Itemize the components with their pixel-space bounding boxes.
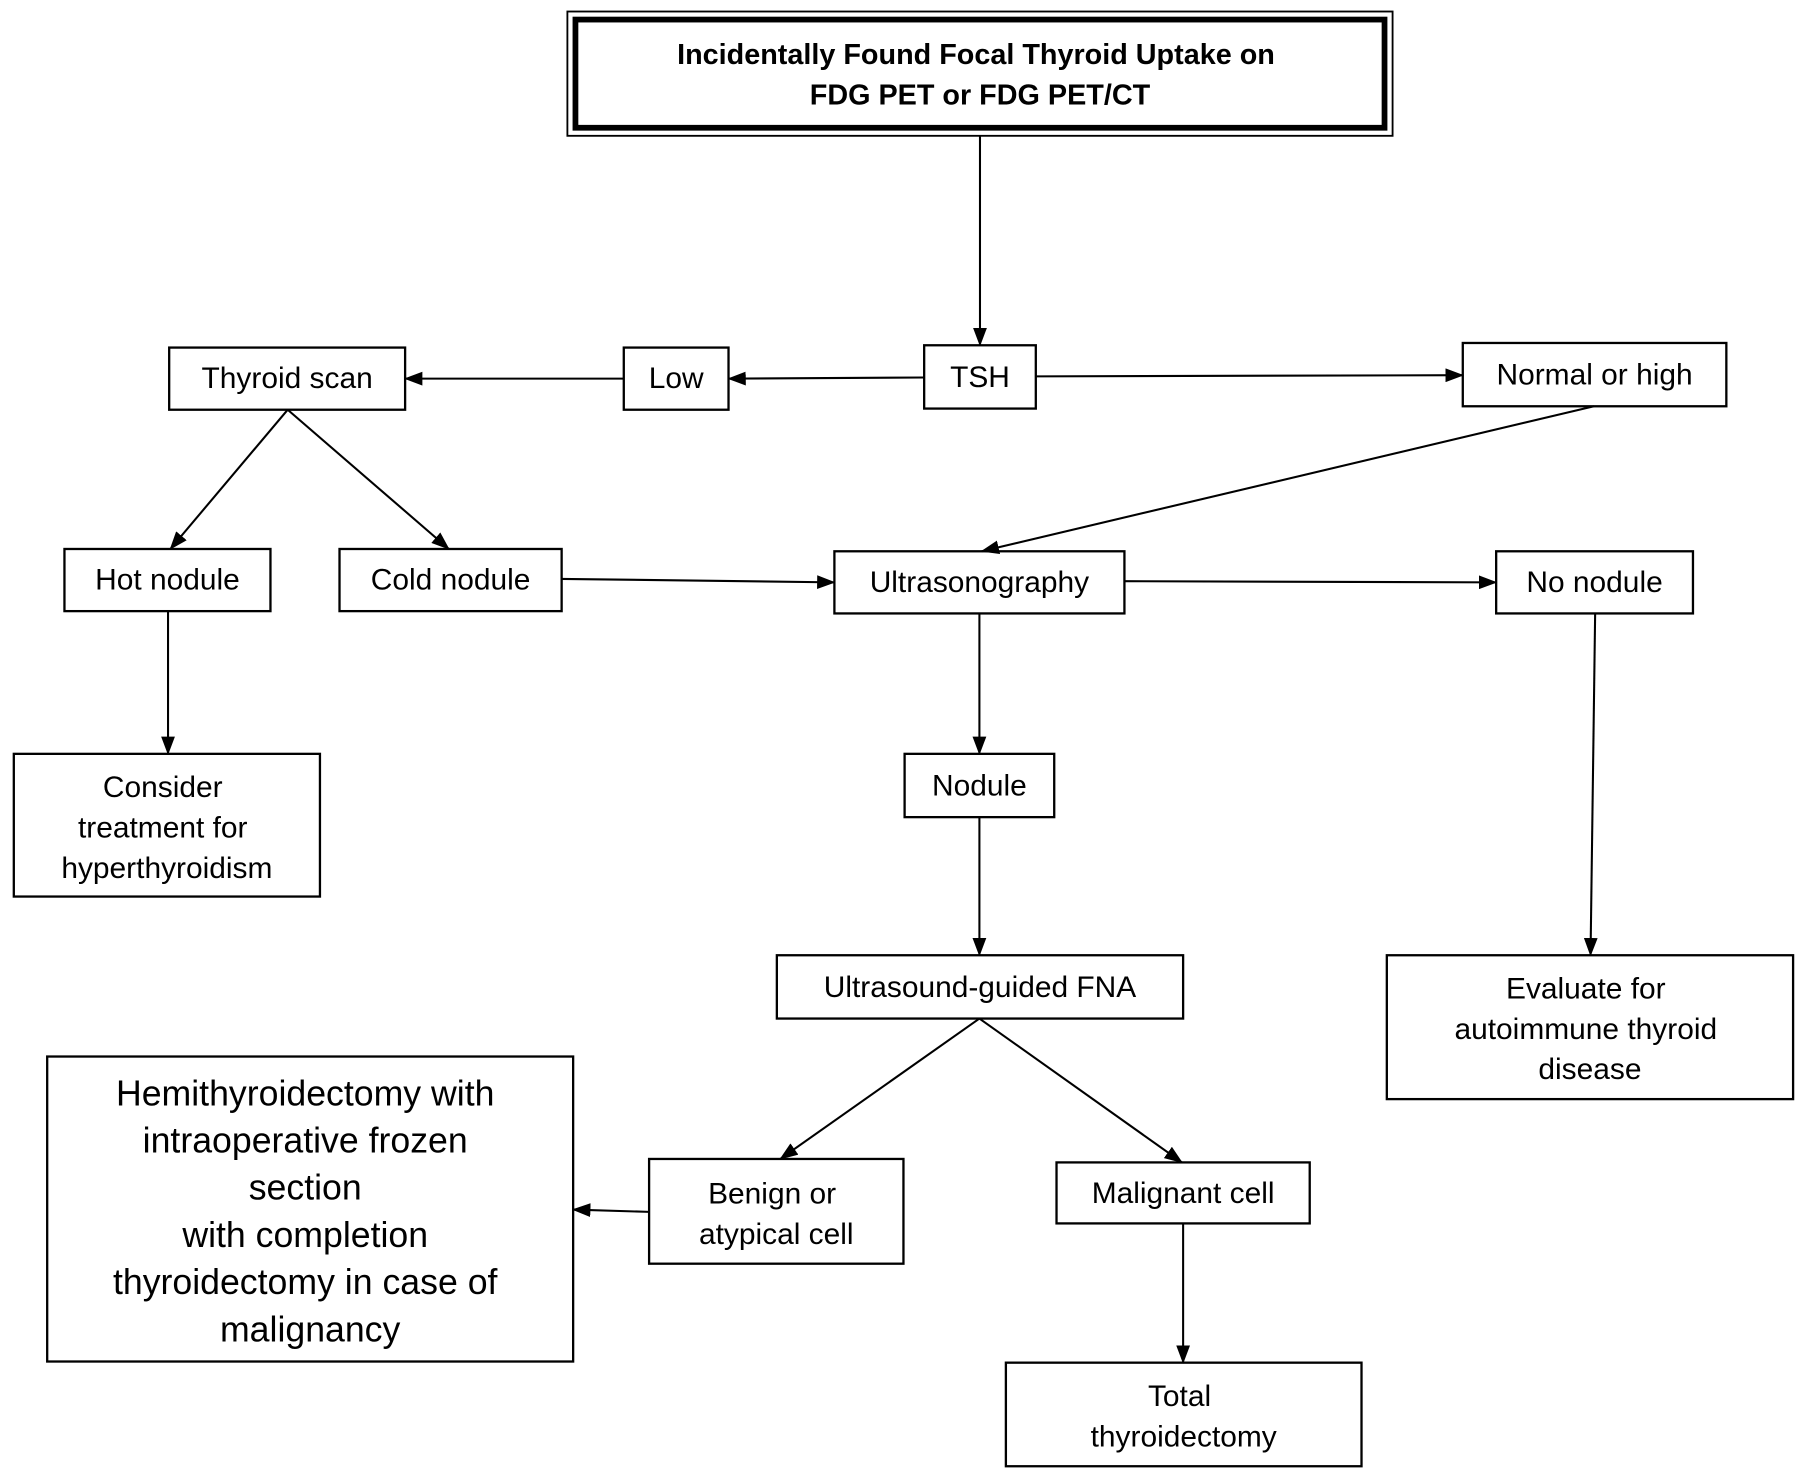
arrow-benign-to-hemithyroidectomy xyxy=(571,1203,650,1218)
node-label-line: thyroidectomy in case of xyxy=(113,1262,498,1302)
node-tsh: TSH xyxy=(923,344,1037,410)
arrow-ultrasonography-to-no-nodule xyxy=(1124,575,1498,590)
node-label: No nodule xyxy=(1526,566,1662,599)
node-total-thyroidectomy: Total thyroidectomy xyxy=(1004,1361,1363,1468)
arrow-fna-to-malignant xyxy=(978,1017,1183,1164)
node-low: Low xyxy=(622,346,730,411)
node-label-line: malignancy xyxy=(220,1309,401,1349)
node-evaluate-autoimmune: Evaluate for autoimmune thyroid disease xyxy=(1385,954,1795,1101)
node-label: Low xyxy=(649,362,704,395)
node-thyroid-scan: Thyroid scan xyxy=(168,346,407,411)
title-text: Incidentally Found Focal Thyroid Uptake … xyxy=(677,39,1283,111)
node-label: Hot nodule xyxy=(95,564,240,597)
node-no-nodule: No nodule xyxy=(1495,550,1695,615)
arrow-tsh-to-normal-or-high xyxy=(1035,368,1464,383)
node-label-line: thyroidectomy xyxy=(1091,1420,1277,1453)
node-label-line: disease xyxy=(1538,1053,1641,1086)
node-label: Cold nodule xyxy=(371,564,531,597)
node-label: Ultrasound-guided FNA xyxy=(824,971,1137,1004)
node-label-line: with completion xyxy=(181,1215,428,1255)
node-label: Total thyroidectomy xyxy=(1091,1380,1277,1453)
node-label-line: treatment for xyxy=(78,811,248,844)
node-label-line: Benign or xyxy=(708,1177,836,1210)
title-box: Incidentally Found Focal Thyroid Uptake … xyxy=(566,10,1394,137)
node-label-line: section xyxy=(249,1168,362,1208)
node-hemithyroidectomy: Hemithyroidectomy with intraoperative fr… xyxy=(46,1055,575,1363)
node-benign-or-atypical: Benign or atypical cell xyxy=(647,1157,905,1265)
arrow-cold-nodule-to-ultrasonography xyxy=(561,575,836,590)
arrow-thyroid-scan-to-hot-nodule xyxy=(169,409,289,550)
node-cold-nodule: Cold nodule xyxy=(338,547,563,613)
node-label: Benign or atypical cell xyxy=(699,1177,854,1250)
node-normal-or-high: Normal or high xyxy=(1461,341,1728,408)
node-label: Consider treatment for hyperthyroidism xyxy=(61,771,272,885)
arrow-normal-or-high-to-ultrasonography xyxy=(980,405,1595,555)
node-label-line: Evaluate for xyxy=(1506,972,1666,1005)
arrow-tsh-to-low xyxy=(727,371,925,386)
node-malignant-cell: Malignant cell xyxy=(1055,1161,1311,1225)
node-label: Normal or high xyxy=(1496,359,1692,392)
title-line: FDG PET or FDG PET/CT xyxy=(810,80,1151,112)
node-label: Hemithyroidectomy with intraoperative fr… xyxy=(113,1073,507,1349)
node-label-line: hyperthyroidism xyxy=(61,851,272,884)
node-label-line: Total xyxy=(1148,1380,1211,1413)
node-consider-treatment: Consider treatment for hyperthyroidism xyxy=(12,752,322,898)
arrow-fna-to-benign xyxy=(779,1017,981,1160)
node-label-line: intraoperative frozen xyxy=(143,1121,468,1161)
node-label-line: Consider xyxy=(103,771,223,804)
node-label: Malignant cell xyxy=(1092,1177,1275,1210)
node-ultrasonography: Ultrasonography xyxy=(833,550,1126,615)
node-label: Nodule xyxy=(932,770,1027,803)
node-label: Thyroid scan xyxy=(202,362,373,395)
node-label: Evaluate for autoimmune thyroid disease xyxy=(1454,972,1725,1086)
node-us-guided-fna: Ultrasound-guided FNA xyxy=(775,954,1185,1020)
node-label: Ultrasonography xyxy=(870,566,1089,599)
node-label-line: atypical cell xyxy=(699,1217,854,1250)
node-label: TSH xyxy=(950,361,1010,394)
node-label-line: Hemithyroidectomy with xyxy=(116,1073,494,1113)
title-line: Incidentally Found Focal Thyroid Uptake … xyxy=(677,39,1275,71)
node-label-line: autoimmune thyroid xyxy=(1454,1012,1717,1045)
arrow-thyroid-scan-to-cold-nodule xyxy=(287,408,450,550)
arrow-no-nodule-to-evaluate xyxy=(1583,613,1598,957)
node-hot-nodule: Hot nodule xyxy=(63,547,272,613)
node-nodule: Nodule xyxy=(903,752,1056,819)
